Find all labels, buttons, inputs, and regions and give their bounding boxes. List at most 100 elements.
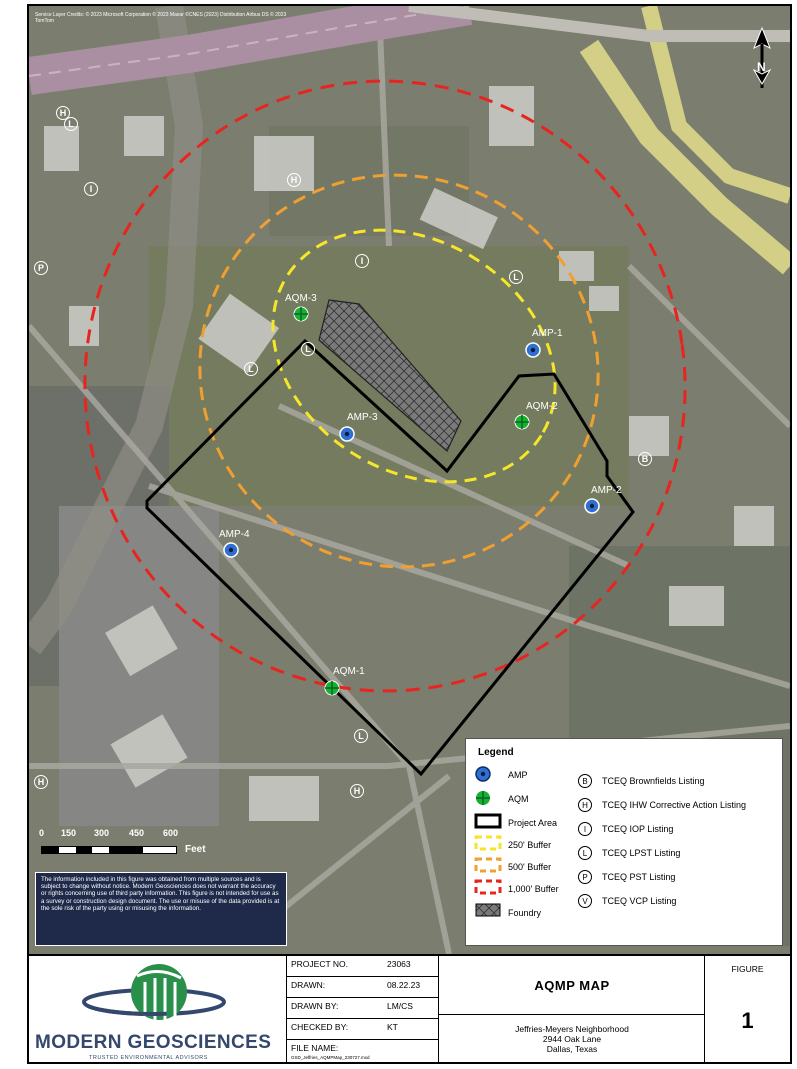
svg-text:L: L	[248, 364, 254, 374]
listing-marker[interactable]: B	[638, 452, 652, 466]
scale-bar: 0 150 300 450 600 Feet	[39, 828, 289, 868]
svg-text:L: L	[358, 731, 364, 741]
buffer-500ft	[198, 173, 600, 569]
aqm-2-marker[interactable]	[514, 414, 530, 430]
foundry-area	[318, 299, 462, 452]
aqm-3-label: AQM-3	[285, 293, 317, 304]
legend-item-ihw: H TCEQ IHW Corrective Action Listing	[578, 795, 746, 815]
svg-text:N: N	[757, 60, 766, 74]
buffer-500-icon	[474, 857, 502, 873]
company-name: MODERN GEOSCIENCES	[35, 1032, 272, 1053]
project-area-boundary[interactable]	[145, 338, 635, 777]
disclaimer-box: The information included in this figure …	[35, 872, 287, 946]
listing-marker[interactable]: H	[56, 106, 70, 120]
scale-tick: 600	[163, 828, 179, 838]
scale-tick: 0	[39, 828, 45, 838]
lpst-marker-icon: L	[578, 846, 592, 860]
svg-text:H: H	[291, 175, 298, 185]
listing-marker[interactable]: H	[287, 173, 301, 187]
svg-text:P: P	[38, 263, 44, 273]
scale-tick: 150	[61, 828, 77, 838]
legend-title: Legend	[478, 747, 514, 758]
aqm-icon	[476, 791, 490, 805]
checked-by-row: CHECKED BY:KT	[287, 1019, 439, 1040]
legend-item-1000-buffer: 1,000' Buffer	[474, 879, 559, 899]
listing-marker[interactable]: I	[355, 254, 369, 268]
brownfields-marker-icon: B	[578, 774, 592, 788]
scale-tick: 300	[94, 828, 110, 838]
legend-item-aqm: AQM	[474, 789, 529, 809]
aqm-1-marker[interactable]	[324, 680, 340, 696]
legend-item-project-area: Project Area	[474, 813, 557, 833]
vcp-marker-icon: V	[578, 894, 592, 908]
svg-text:L: L	[305, 344, 311, 354]
svg-text:I: I	[361, 256, 364, 266]
svg-text:B: B	[642, 454, 649, 464]
amp-4-marker[interactable]	[223, 542, 239, 558]
scale-unit: Feet	[185, 844, 206, 855]
north-arrow-icon: N	[752, 26, 772, 88]
amp-4-label: AMP-4	[219, 529, 250, 540]
buffer-1000ft	[83, 79, 687, 693]
aqm-2-label: AQM-2	[526, 401, 558, 412]
ihw-marker-icon: H	[578, 798, 592, 812]
buffer-1000-icon	[474, 879, 502, 895]
aqm-3-marker[interactable]	[293, 306, 309, 322]
legend-item-vcp: V TCEQ VCP Listing	[578, 891, 676, 911]
map-figure-frame: AQM-3 AMP-1 AMP-3 AQM-2 AMP-2	[27, 4, 792, 1064]
listing-marker[interactable]: L	[244, 362, 258, 376]
legend-item-amp: AMP	[474, 765, 528, 785]
buffer-250ft	[271, 228, 557, 484]
listing-marker[interactable]: P	[34, 261, 48, 275]
svg-text:H: H	[38, 777, 45, 787]
svg-text:H: H	[354, 786, 361, 796]
legend-item-pst: P TCEQ PST Listing	[578, 867, 675, 887]
svg-text:I: I	[90, 184, 93, 194]
imagery-credit: Service Layer Credits: © 2023 Microsoft …	[35, 12, 287, 24]
legend-item-foundry: Foundry	[474, 903, 541, 923]
listing-marker[interactable]: H	[350, 784, 364, 798]
aerial-map[interactable]: AQM-3 AMP-1 AMP-3 AQM-2 AMP-2	[29, 6, 790, 954]
listing-marker[interactable]: L	[509, 270, 523, 284]
listing-markers: H L I P H I L L L B L H H	[34, 106, 652, 798]
svg-text:H: H	[60, 108, 67, 118]
legend-item-lpst: L TCEQ LPST Listing	[578, 843, 680, 863]
figure-label: FIGURE	[731, 964, 764, 974]
legend-item-250-buffer: 250' Buffer	[474, 835, 551, 855]
project-info-table: PROJECT NO.23063 DRAWN:08.22.23 DRAWN BY…	[287, 956, 439, 1062]
amp-3-label: AMP-3	[347, 412, 378, 423]
amp-icon	[475, 766, 491, 782]
file-name-row: FILE NAME:GSD_Jeffries_AQMPMap_230727.mx…	[291, 1043, 370, 1060]
project-area-icon	[474, 813, 502, 829]
project-no-row: PROJECT NO.23063	[287, 956, 439, 977]
globe-logo-icon	[82, 964, 226, 1020]
map-legend: Legend AMP AQM Project Area 250' Buffer …	[465, 738, 783, 946]
site-location: Jeffries-Meyers Neighborhood 2944 Oak La…	[515, 1024, 629, 1054]
amp-2-label: AMP-2	[591, 485, 622, 496]
listing-marker[interactable]: I	[84, 182, 98, 196]
drawn-row: DRAWN:08.22.23	[287, 977, 439, 998]
company-logo: MODERN GEOSCIENCES TRUSTED ENVIRONMENTAL…	[29, 956, 287, 1062]
listing-marker[interactable]: H	[34, 775, 48, 789]
listing-marker[interactable]: L	[301, 342, 315, 356]
drawn-by-row: DRAWN BY:LM/CS	[287, 998, 439, 1019]
amp-3-marker[interactable]	[339, 426, 355, 442]
amp-1-label: AMP-1	[532, 328, 563, 339]
legend-item-500-buffer: 500' Buffer	[474, 857, 551, 877]
map-title-cell: AQMP MAP Jeffries-Meyers Neighborhood 29…	[439, 956, 705, 1062]
figure-cell: FIGURE 1	[705, 956, 790, 1062]
listing-marker[interactable]: L	[64, 117, 78, 131]
foundry-hatch-icon	[475, 903, 501, 917]
aqm-1-label: AQM-1	[333, 666, 365, 677]
figure-number: 1	[741, 1008, 754, 1033]
amp-1-marker[interactable]	[525, 342, 541, 358]
buffer-250-icon	[474, 835, 502, 851]
title-block: MODERN GEOSCIENCES TRUSTED ENVIRONMENTAL…	[29, 954, 790, 1062]
map-title: AQMP MAP	[534, 978, 610, 993]
svg-text:L: L	[68, 119, 74, 129]
legend-item-brownfields: B TCEQ Brownfields Listing	[578, 771, 705, 791]
listing-marker[interactable]: L	[354, 729, 368, 743]
pst-marker-icon: P	[578, 870, 592, 884]
amp-2-marker[interactable]	[584, 498, 600, 514]
svg-text:L: L	[513, 272, 519, 282]
